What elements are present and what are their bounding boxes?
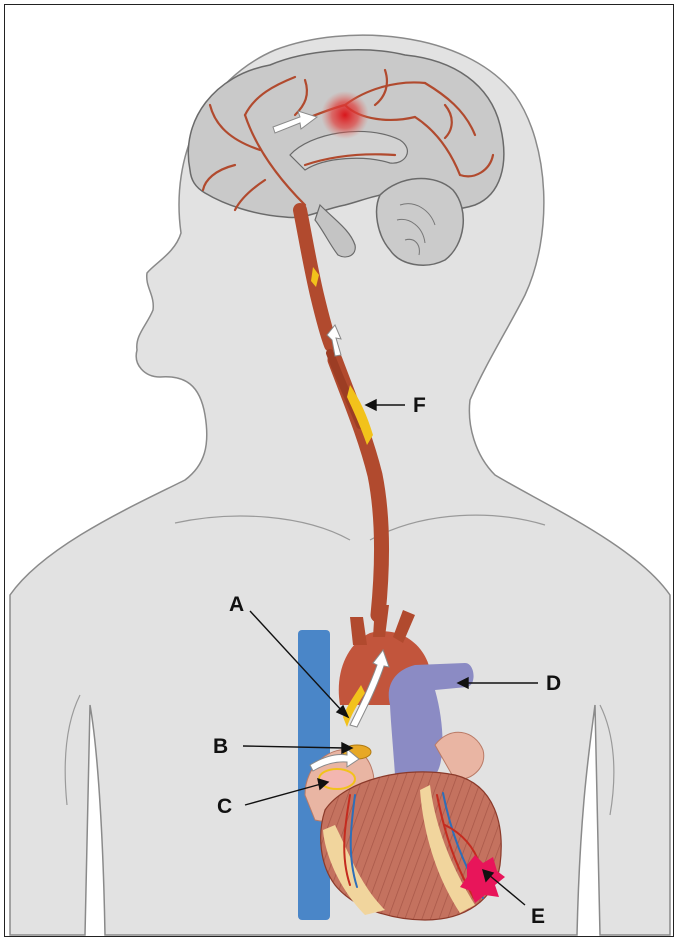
label-c: C: [217, 795, 232, 818]
stroke-lesion: [321, 91, 369, 139]
figure-frame: A B C D E F: [4, 4, 674, 937]
label-d: D: [546, 672, 561, 695]
label-a: A: [229, 593, 244, 616]
label-e: E: [531, 905, 545, 928]
label-b: B: [213, 735, 228, 758]
stroke-heart-diagram: A B C D E F: [5, 5, 675, 938]
label-f: F: [413, 394, 426, 417]
